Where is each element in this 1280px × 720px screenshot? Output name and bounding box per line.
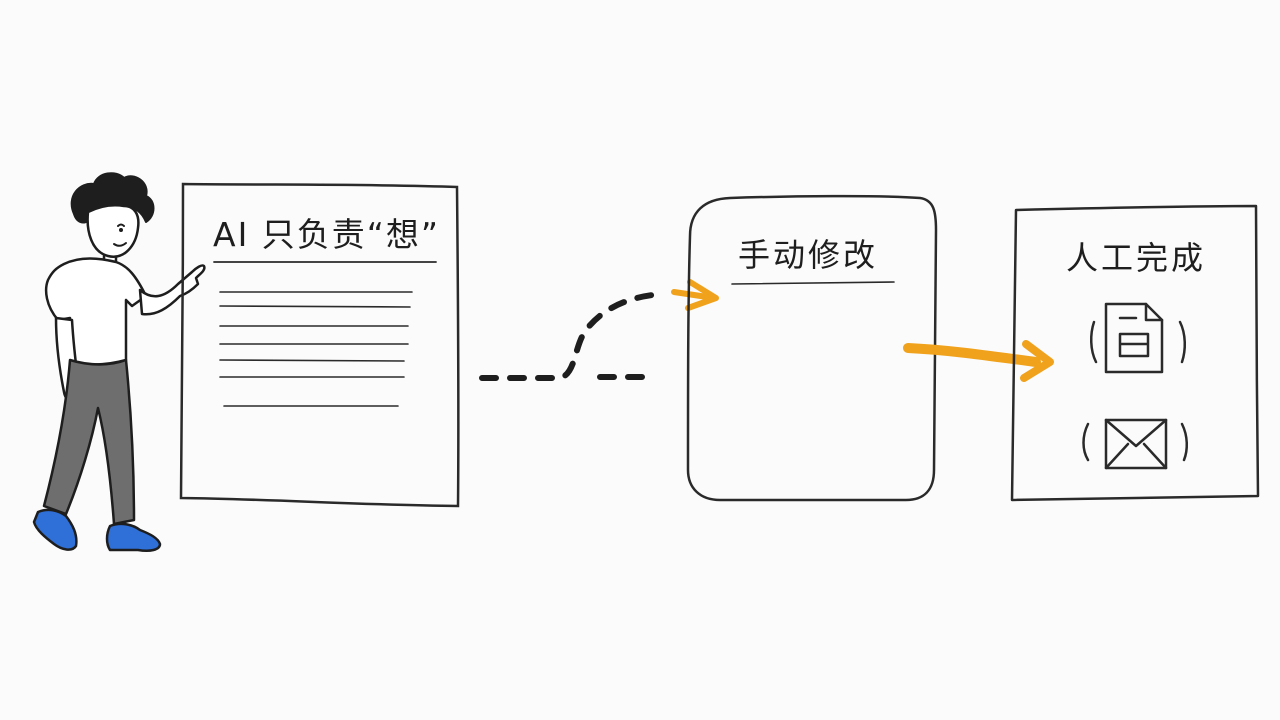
doc-line (219, 305, 411, 308)
dashed-connector (479, 291, 665, 381)
document-icon (1090, 302, 1186, 374)
doc-panel (179, 182, 460, 508)
person-pants (42, 358, 136, 526)
manual-panel-title: 手动修改 (738, 236, 879, 274)
manual-title-underline (731, 281, 895, 285)
person-figure (32, 172, 206, 552)
person-arm (138, 264, 206, 316)
manual-panel (686, 194, 938, 502)
envelope-icon (1082, 418, 1188, 470)
done-panel (1010, 204, 1260, 502)
doc-text-lines (219, 291, 413, 407)
doc-panel-frame (179, 182, 460, 508)
person-face (86, 204, 140, 258)
doc-panel-title: AI 只负责“想” (213, 215, 440, 254)
person-shoe-right (105, 522, 162, 552)
done-panel-frame (1010, 204, 1260, 502)
manual-panel-frame (686, 194, 938, 502)
done-panel-title: 人工完成 (1066, 239, 1207, 277)
arrow-to-done (903, 340, 1054, 382)
person-shoe-left (32, 508, 78, 551)
arrow-into-manual (671, 279, 719, 311)
doc-line (219, 359, 405, 362)
